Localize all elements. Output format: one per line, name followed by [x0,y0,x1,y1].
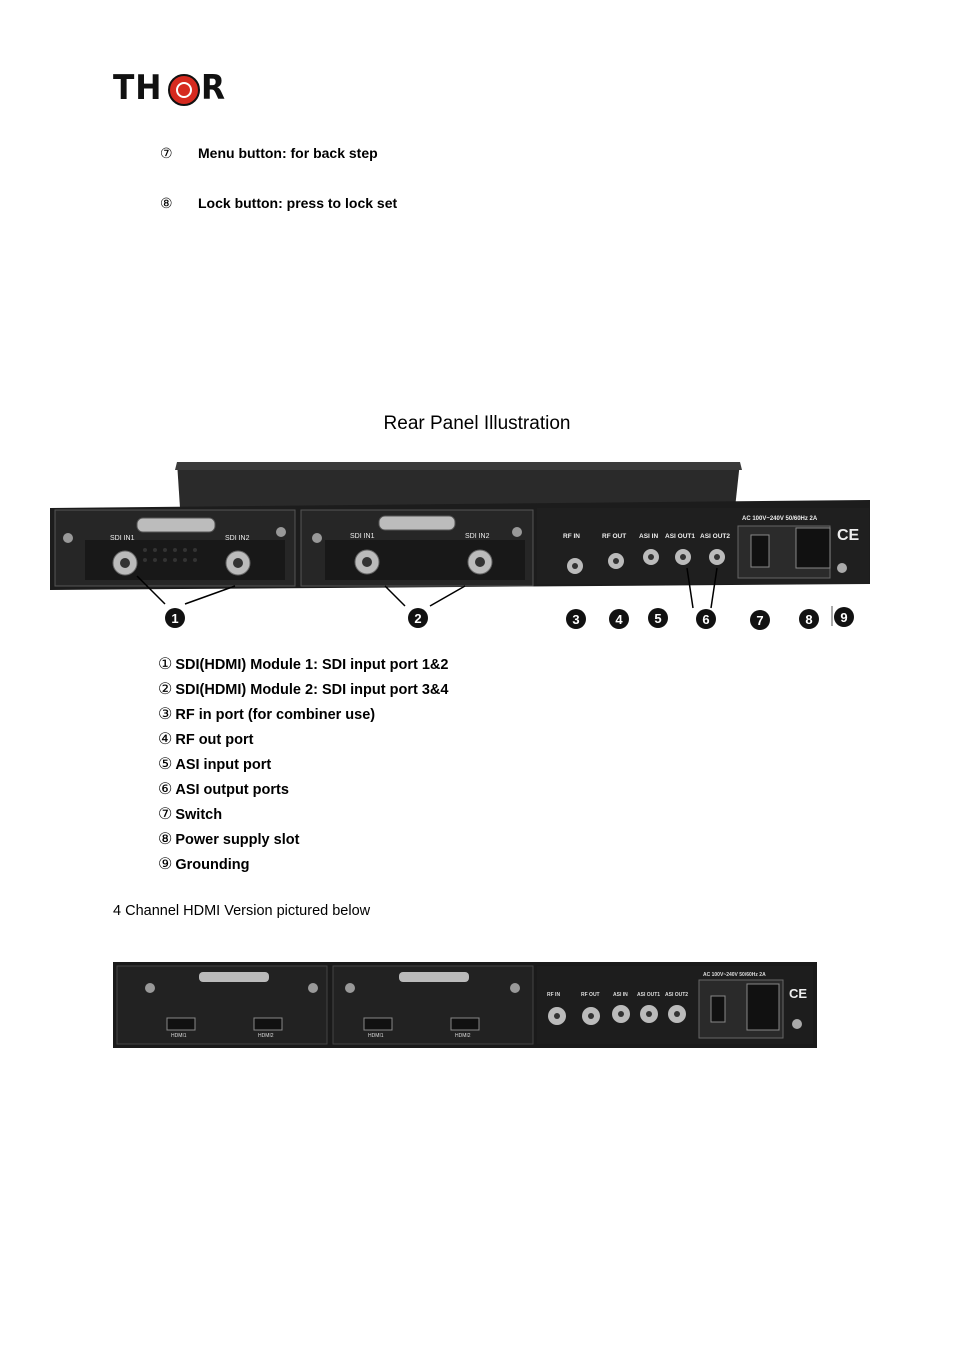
power-label: AC 100V~240V 50/60Hz 2A [703,972,766,978]
menu-button-description: ⑦ Menu button: for back step [160,145,378,162]
port-label: HDMI2 [258,1033,274,1039]
callout-4: 4 [615,612,623,627]
port-label: RF IN [563,533,580,540]
item-number: ⑧ [160,195,173,211]
port-label: RF OUT [602,533,626,540]
item-number: ⑧ [158,831,173,848]
item-number: ③ [158,706,173,723]
power-label: AC 100V~240V 50/60Hz 2A [742,516,818,522]
port-label: ASI OUT2 [700,533,730,540]
port-label: ASI OUT1 [665,533,695,540]
port-label: HDMI1 [368,1033,384,1039]
item-number: ⑦ [160,145,173,161]
item-label: Grounding [175,857,250,873]
item-number: ⑤ [158,756,173,773]
item-label: Lock button: press to lock set [198,195,398,211]
callout-6: 6 [702,612,709,627]
item-label: ASI input port [175,757,272,773]
callout-8: 8 [805,612,812,627]
port-label: SDI IN1 [350,533,375,540]
port-label: ASI OUT1 [637,992,660,998]
port-label: SDI IN1 [110,535,135,542]
item-number: ⑨ [158,856,173,873]
item-number: ⑥ [158,781,173,798]
item-number: ⑦ [158,806,173,823]
item-number: ② [158,681,173,698]
callout-2: 2 [414,611,421,626]
item-label: Switch [175,807,223,823]
port-label: ASI IN [613,992,628,998]
callout-numbers: 1 2 3 4 5 6 7 8 9 [165,606,854,630]
callout-9: 9 [840,610,847,625]
logo-text-right: R [200,68,226,108]
item-label: RF out port [175,732,254,748]
item-label: ASI output ports [175,782,289,798]
item-label: SDI(HDMI) Module 1: SDI input port 1&2 [175,657,449,673]
port-label: ASI OUT2 [665,992,688,998]
port-label: HDMI2 [455,1033,471,1039]
item-number: ① [158,656,173,673]
port-label: SDI IN2 [225,535,250,542]
item-number: ④ [158,731,173,748]
svg-text:CE: CE [837,527,860,544]
port-label: RF OUT [581,992,600,998]
globe-icon [167,74,200,106]
logo-text-left: TH [113,68,163,108]
item-label: Menu button: for back step [198,145,378,161]
svg-text:CE: CE [789,986,807,1001]
item-label: Power supply slot [175,832,300,848]
hdmi-version-note: 4 Channel HDMI Version pictured below [113,903,371,919]
item-label: SDI(HDMI) Module 2: SDI input port 3&4 [175,682,449,698]
port-label: HDMI1 [171,1033,187,1039]
port-label: ASI IN [639,533,658,540]
port-label: SDI IN2 [465,533,490,540]
item-label: RF in port (for combiner use) [175,707,376,723]
port-label: RF IN [547,992,560,998]
hdmi-rear-panel-illustration: HDMI1 HDMI2 HDMI1 HDMI2 RF IN RF OUT ASI… [113,962,817,1048]
lock-button-description: ⑧ Lock button: press to lock set [160,195,397,212]
rear-panel-illustration: SDI IN1 SDI IN2 SDI IN1 SDI IN2 RF IN RF… [50,462,870,630]
callout-3: 3 [572,612,579,627]
thor-logo: TH R [113,68,228,108]
rear-panel-caption: Rear Panel Illustration [383,413,571,434]
callout-7: 7 [756,613,763,628]
callout-1: 1 [171,611,178,626]
callout-5: 5 [654,611,661,626]
